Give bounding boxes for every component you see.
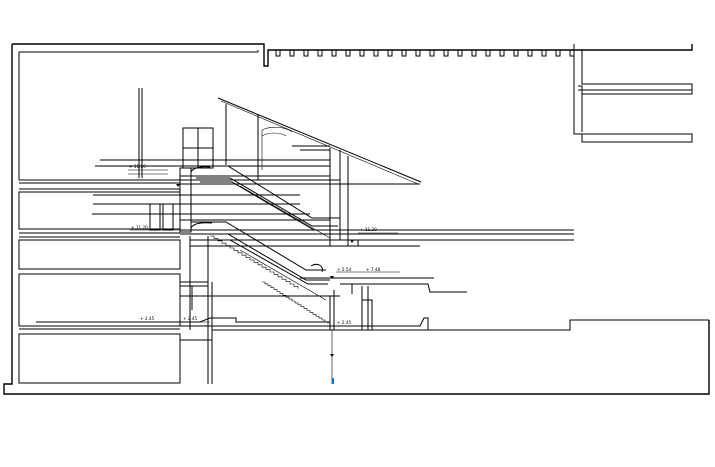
sloped-roof xyxy=(217,97,422,185)
level-label: + 2.45 xyxy=(140,316,154,321)
escalator-lower xyxy=(190,221,330,301)
level-markers xyxy=(128,169,400,384)
building-outline xyxy=(3,43,710,395)
stair-steps xyxy=(210,235,329,324)
level-label: + 2.45 xyxy=(183,316,197,321)
right-rooms xyxy=(573,44,693,143)
floor-lines xyxy=(92,159,574,297)
level-label: + 11.20 xyxy=(129,164,146,169)
level-label: + 11.20 xyxy=(360,227,377,232)
level-label: + 2.45 xyxy=(337,320,351,325)
roof-crenellation xyxy=(268,49,575,57)
level-label: + 5.54 xyxy=(337,267,351,272)
level-label-group: + 11.20 + 11.20 + 11.20 + 5.54 + 7.48 + … xyxy=(129,164,380,325)
level-label: + 7.48 xyxy=(366,267,380,272)
escalator-upper xyxy=(190,165,340,239)
left-floors xyxy=(18,179,181,384)
level-label: + 11.20 xyxy=(131,225,148,230)
